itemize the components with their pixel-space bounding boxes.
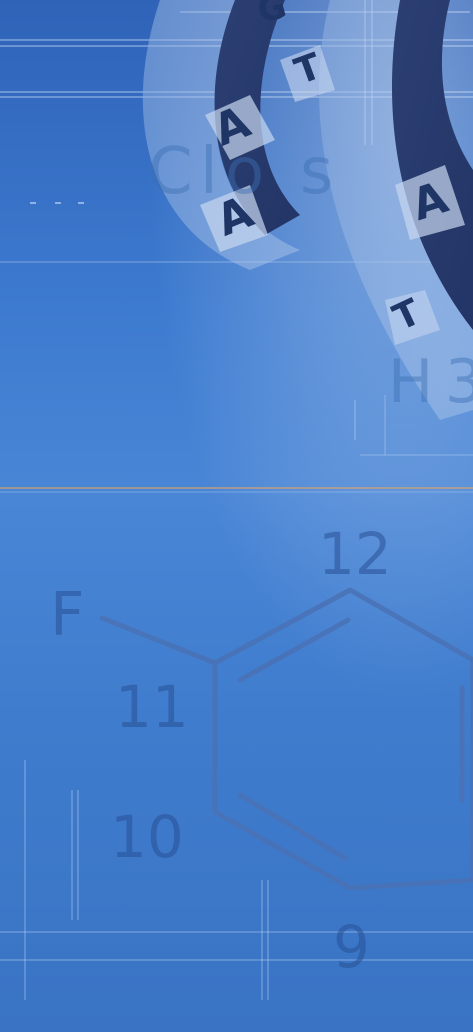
carbon-number-9: 9 — [333, 913, 370, 981]
faint-letter: 3 — [445, 347, 473, 417]
faint-letter: C — [148, 135, 193, 209]
faint-letter: o — [225, 135, 265, 209]
carbon-number-11: 11 — [115, 673, 189, 741]
faint-letter: l — [200, 135, 218, 209]
fluorine-label: F — [50, 580, 85, 650]
carbon-number-12: 12 — [318, 520, 392, 588]
faint-letter: s — [300, 135, 334, 209]
faint-letter: H — [388, 347, 434, 417]
dna-ribbons — [142, 0, 473, 420]
carbon-number-10: 10 — [110, 803, 184, 871]
benzene-ring — [99, 587, 473, 891]
